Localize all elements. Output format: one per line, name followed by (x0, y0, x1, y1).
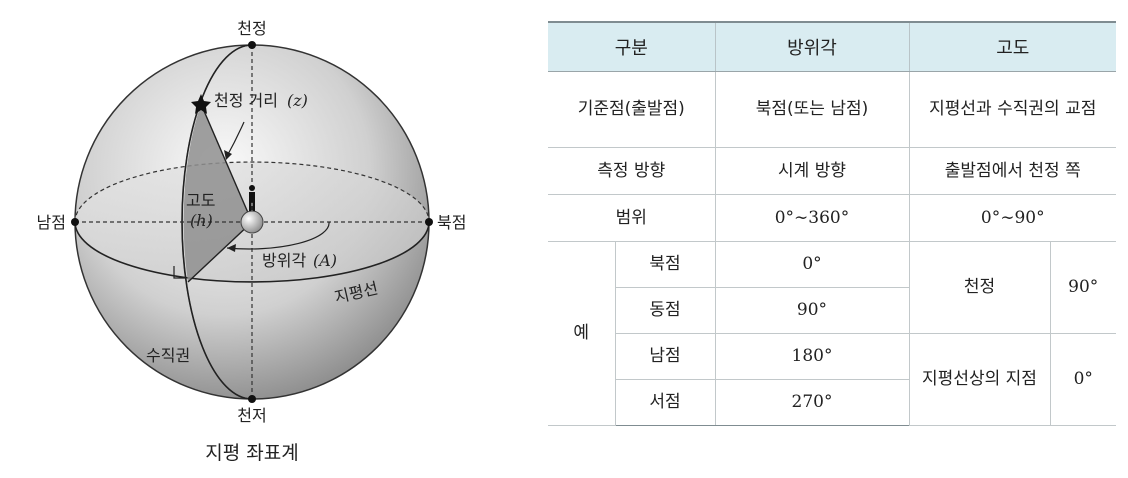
zenith-label: 천정 (237, 19, 266, 38)
diagram-caption: 지평 좌표계 (205, 442, 298, 464)
example-azimuth: 270° (714, 379, 910, 426)
row-label: 기준점(출발점) (548, 71, 716, 148)
azimuth-symbol: (A) (313, 251, 337, 270)
table-row: 범위 0°∼360° 0°∼90° (548, 194, 1116, 242)
north-point-label: 북점 (437, 213, 466, 232)
example-point: 동점 (615, 287, 716, 334)
table-row: 남점 180° 지평선상의 지점 0° (548, 333, 1116, 426)
altitude-group-name: 지평선상의 지점 (908, 333, 1051, 426)
azimuth-arrow (227, 244, 236, 252)
nadir-point (248, 395, 256, 403)
header-azimuth: 방위각 (714, 21, 910, 72)
azimuth-cell: 0°∼360° (714, 194, 910, 242)
foot-line (187, 221, 253, 283)
coordinate-table-container: 구분 방위각 고도 기준점(출발점) 북점(또는 남점) 지평선과 수직권의 교… (548, 21, 1116, 426)
altitude-symbol: (h) (190, 211, 213, 230)
zenith-point (248, 41, 256, 49)
right-angle-marker (173, 266, 186, 279)
example-azimuth: 0° (714, 241, 910, 288)
altitude-cell: 지평선과 수직권의 교점 (908, 71, 1116, 148)
azimuth-cell: 시계 방향 (714, 147, 910, 195)
star-line (200, 103, 253, 223)
row-label: 측정 방향 (548, 147, 716, 195)
horizon-front-arc (74, 221, 430, 283)
example-label: 예 (548, 241, 616, 426)
example-point: 서점 (615, 379, 716, 426)
table-row: 기준점(출발점) 북점(또는 남점) 지평선과 수직권의 교점 (548, 71, 1116, 148)
table-row: 동점 90° (548, 287, 1116, 334)
south-point-label: 남점 (37, 213, 66, 232)
azimuth-cell: 북점(또는 남점) (714, 71, 910, 148)
nadir-label: 천저 (237, 406, 266, 425)
table-row: 측정 방향 시계 방향 출발점에서 천정 쪽 (548, 147, 1116, 195)
observer-globe (240, 210, 264, 234)
example-point: 북점 (614, 241, 716, 288)
azimuth-label: 방위각 (262, 251, 306, 270)
example-azimuth: 90° (714, 287, 910, 334)
altitude-cell: 출발점에서 천정 쪽 (908, 147, 1116, 195)
row-label: 범위 (548, 194, 716, 242)
horizontal-coordinate-diagram: 천정 천저 남점 북점 천정 거리 (z) 고도 (h) 방위각 (A) 지평선… (37, 19, 467, 464)
table-header-row: 구분 방위각 고도 (548, 21, 1116, 72)
star-icon (191, 94, 211, 114)
altitude-cell: 0°∼90° (908, 194, 1116, 242)
zenith-distance-arrow (224, 150, 232, 160)
zenith-distance-label: 천정 거리 (214, 91, 278, 110)
observer-figure-icon (249, 185, 255, 211)
example-point: 남점 (615, 333, 716, 380)
south-point (71, 218, 79, 226)
altitude-group-name: 천정 (908, 241, 1051, 334)
altitude-group-value: 0° (1049, 333, 1116, 426)
header-altitude: 고도 (908, 21, 1116, 72)
altitude-group-value: 90° (1049, 241, 1116, 334)
altitude-label: 고도 (186, 191, 215, 210)
north-point (425, 218, 433, 226)
coordinate-table: 구분 방위각 고도 기준점(출발점) 북점(또는 남점) 지평선과 수직권의 교… (548, 21, 1116, 426)
table-row: 서점 270° (548, 379, 1116, 426)
zenith-distance-symbol: (z) (287, 91, 308, 110)
vertical-circle-label: 수직권 (146, 346, 190, 365)
azimuth-arc (226, 221, 330, 250)
header-category: 구분 (548, 21, 716, 72)
table-row: 예 북점 0° 천정 90° (548, 241, 1116, 426)
horizon-back-arc (74, 161, 430, 223)
example-azimuth: 180° (714, 333, 910, 380)
